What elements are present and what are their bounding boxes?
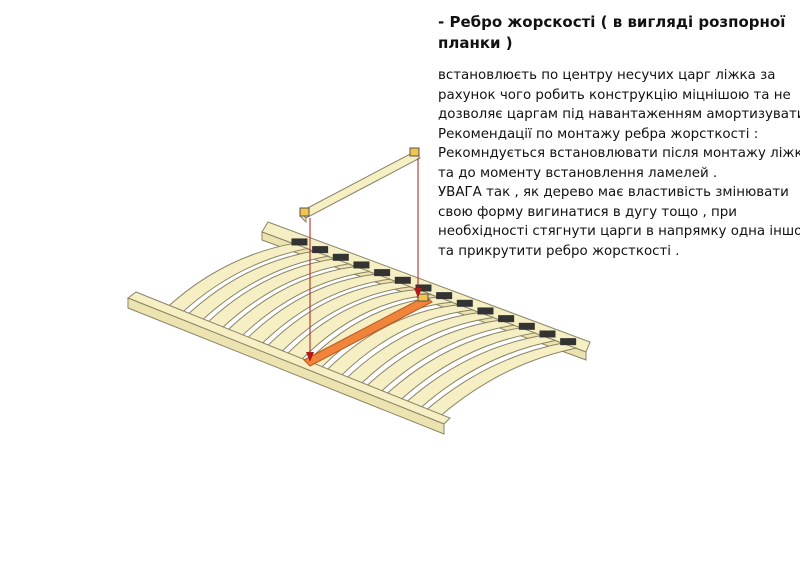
slat-holder (539, 330, 556, 338)
slat-holder (498, 315, 515, 323)
slat-holder (415, 284, 432, 292)
slat (322, 304, 473, 380)
description-line: рахунок чого робить конструкцію міцнішою… (438, 87, 791, 103)
slat-holder (332, 253, 349, 261)
slat (243, 273, 391, 349)
slat-holder (394, 276, 411, 284)
slat (183, 250, 331, 325)
slat (362, 319, 515, 396)
heading: - Ребро жорскості ( в вигляді розпорної … (438, 13, 786, 52)
description-line: Рекомндується встановлювати після монтаж… (438, 146, 800, 161)
description-line: необхідності стягнути царги в напрямку о… (438, 224, 800, 239)
slat-holder (518, 322, 535, 330)
slat-holder (477, 307, 494, 315)
description-line: дозволяє царгам під навантаженням аморти… (438, 107, 800, 122)
slat-holder (353, 261, 370, 269)
description-line: Рекомендації по монтажу ребра жорсткості… (438, 126, 759, 142)
description-line: та до моменту встановлення ламелей . (438, 165, 718, 181)
arrow-left (306, 218, 314, 362)
slat-holder (312, 246, 329, 254)
description-line: та прикрутити ребро жорсткості . (438, 243, 680, 259)
slats (163, 238, 578, 420)
slat (422, 342, 578, 420)
slat-holder (436, 292, 453, 300)
front-rail (126, 291, 451, 435)
slat (382, 327, 537, 404)
stiffening-rib-detached (299, 147, 421, 224)
description: встановлюєть по центру несучих царг ліжк… (438, 66, 800, 261)
slat (282, 288, 432, 364)
slat-holder (291, 238, 308, 246)
slat (263, 281, 411, 357)
slat-holder (456, 299, 473, 307)
description-line: встановлюєть по центру несучих царг ліжк… (438, 68, 776, 83)
description-line: свою форму вигинатися в дугу тощо , при (438, 204, 737, 220)
slat (203, 258, 351, 333)
slat (163, 242, 310, 317)
slat-holder (374, 269, 391, 277)
slat-holder (560, 338, 577, 346)
description-line: УВАГА так , як дерево має властивість зм… (438, 185, 789, 200)
slat (402, 334, 558, 412)
slat (342, 311, 494, 388)
arrow-right (414, 158, 422, 298)
slat (223, 265, 370, 341)
